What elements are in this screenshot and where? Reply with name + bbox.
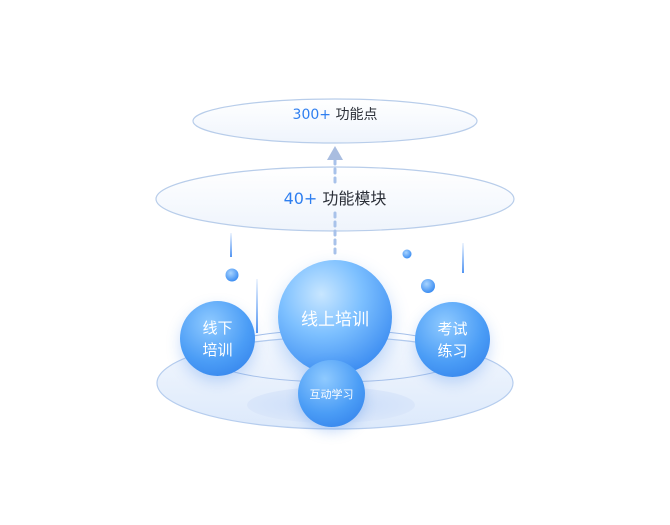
exam-practice-bubble: 考试 练习 — [415, 302, 490, 377]
exam-practice-line1: 考试 — [437, 319, 468, 338]
online-training-bubble: 线上培训 — [278, 260, 392, 374]
middle-layer-text: 功能模块 — [322, 189, 387, 208]
decor-dot-right — [421, 279, 435, 293]
offline-training-line2: 培训 — [202, 340, 233, 359]
decor-line-right — [462, 243, 464, 273]
online-training-label: 线上培训 — [301, 309, 369, 330]
offline-training-line1: 线下 — [202, 318, 233, 337]
top-layer-ring — [192, 98, 478, 144]
interactive-learning-bubble: 互动学习 — [298, 360, 365, 427]
up-arrow-icon — [327, 146, 343, 160]
middle-layer-label: 40+ 功能模块 — [0, 185, 670, 209]
top-layer-count: 300+ — [292, 107, 331, 123]
decor-line-left — [230, 233, 232, 257]
decor-dot-right-small — [402, 249, 412, 259]
middle-layer-count: 40+ — [283, 189, 318, 208]
decor-dot-left — [225, 268, 239, 282]
top-layer-label: 300+ 功能点 — [0, 104, 670, 124]
interactive-learning-label: 互动学习 — [309, 387, 354, 401]
exam-practice-line2: 练习 — [437, 341, 468, 360]
top-layer-text: 功能点 — [335, 107, 378, 123]
decor-line-left-tall — [256, 279, 258, 333]
offline-training-bubble: 线下 培训 — [180, 301, 255, 376]
